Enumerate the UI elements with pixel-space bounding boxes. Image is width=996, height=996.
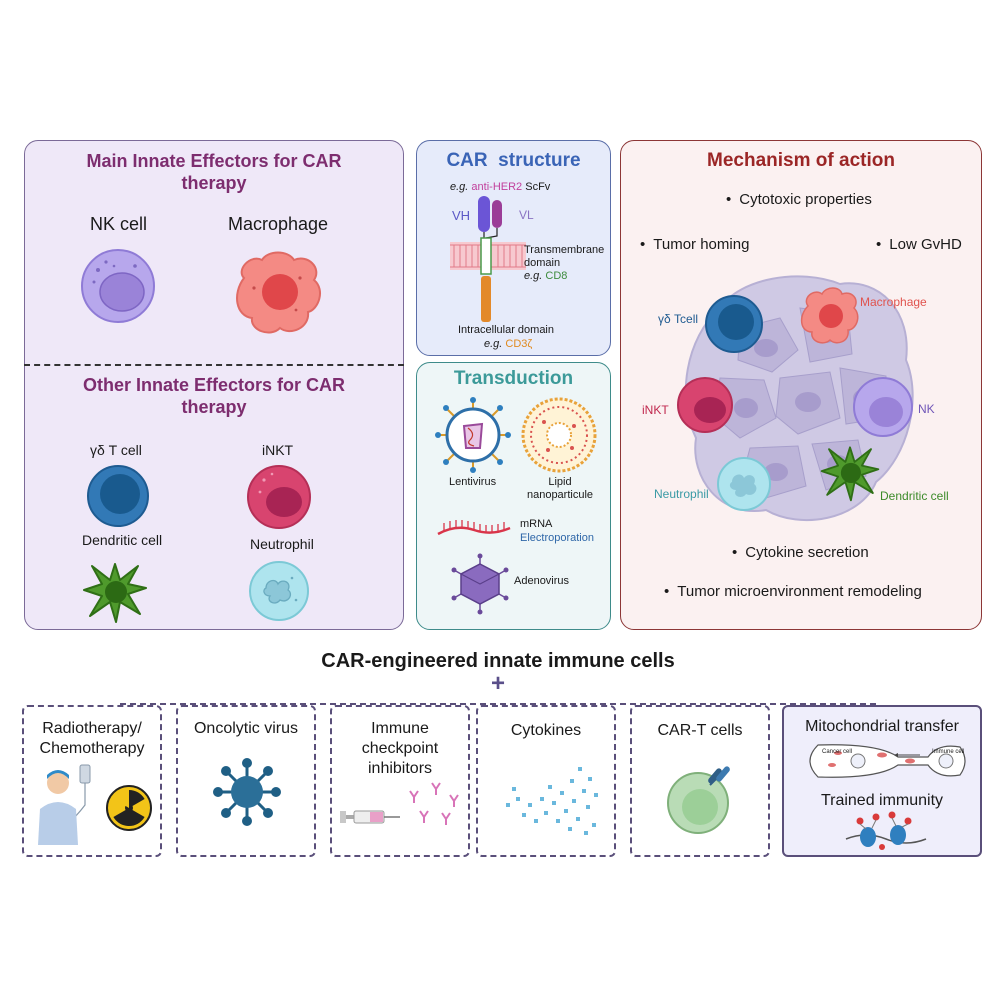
combo-oncolytic-virus-box: Oncolytic virus	[176, 705, 316, 857]
checkpoint-line2: checkpoint	[361, 740, 439, 757]
combo-car-t-box: CAR-T cells	[630, 705, 770, 857]
neutrophil-icon	[249, 561, 309, 621]
combo-mitochondrial-box: Mitochondrial transfer Cancer cell Immun…	[782, 705, 982, 857]
trained-immunity-icon	[845, 811, 927, 850]
oncolytic-virus-icon	[213, 758, 281, 826]
transduction-title: Transduction	[453, 368, 574, 389]
innate-effectors-panel	[24, 140, 404, 630]
neutrophil-label: Neutrophil	[250, 536, 314, 552]
adenovirus-icon	[451, 553, 509, 615]
intracellular-label: Intracellular domain	[458, 324, 554, 336]
tm-line2: domain	[524, 257, 561, 269]
macrophage-mech-label: Macrophage	[860, 295, 927, 309]
nk-mech-label: NK	[918, 402, 935, 416]
gd-t-cell-mech-icon	[705, 295, 763, 353]
bullet-tumor-homing: Tumor homing	[640, 236, 749, 253]
inkt-mech-label: iNKT	[642, 403, 669, 417]
cytokines-label: Cytokines	[510, 722, 582, 739]
bullet-low-gvhd: Low GvHD	[876, 236, 962, 253]
lipid-nanoparticle-icon	[521, 397, 597, 473]
radiotherapy-line1: Radiotherapy/	[42, 720, 142, 737]
gd-t-cell-icon	[87, 465, 149, 527]
cytokines-icon	[506, 767, 598, 835]
mito-transfer-label: Mitochondrial transfer	[805, 718, 959, 735]
lentivirus-icon	[435, 397, 511, 473]
bullet-cytotoxic: Cytotoxic properties	[726, 191, 872, 208]
radiation-icon	[106, 785, 152, 831]
dendritic-mech-icon	[820, 446, 880, 502]
tm-example: CD8	[545, 270, 568, 282]
tm-eg: e.g.	[524, 270, 543, 282]
macrophage-label: Macrophage	[228, 214, 329, 234]
ic-example: CD3ζ	[505, 338, 533, 350]
inkt-mech-icon	[677, 377, 733, 433]
tm-line1: Transmembrane	[524, 244, 605, 256]
scfv-caption: e.g. anti-HER2 ScFv	[450, 181, 550, 193]
macrophage-icon	[236, 251, 322, 334]
car-t-label: CAR-T cells	[657, 722, 743, 739]
patient-iv-icon	[38, 764, 91, 845]
lentivirus-label: Lentivirus	[449, 476, 497, 488]
vh-label: VH	[452, 208, 471, 223]
car-structure-title: CAR structure	[446, 150, 581, 171]
bullet-cytokine-secretion: Cytokine secretion	[732, 544, 868, 561]
nk-mech-icon	[853, 377, 913, 437]
intracellular-example-line: e.g. CD3ζ	[484, 338, 532, 350]
ic-eg: e.g.	[484, 338, 503, 350]
inkt-label: iNKT	[262, 442, 294, 458]
checkpoint-line3: inhibitors	[367, 760, 433, 777]
dendritic-cell-icon	[83, 563, 147, 623]
adenovirus-label: Adenovirus	[514, 575, 570, 587]
immune-cell-label: Immune cell	[932, 749, 965, 755]
bullet-tme-remodeling: Tumor microenvironment remodeling	[664, 583, 922, 600]
combo-radiotherapy-box: Radiotherapy/ Chemotherapy	[22, 705, 162, 857]
transmembrane-caption: Transmembrane domain e.g. CD8	[524, 244, 604, 283]
mechanism-title: Mechanism of action	[707, 150, 895, 171]
lipid-line2: nanoparticule	[526, 489, 594, 501]
scfv-eg: e.g.	[450, 181, 469, 193]
panel-divider	[24, 364, 404, 366]
trained-immunity-label: Trained immunity	[820, 792, 944, 809]
connector-lines	[120, 703, 880, 705]
combo-checkpoint-inhibitors-box: Immune checkpoint inhibitors	[330, 705, 470, 857]
vl-label: VL	[519, 208, 534, 222]
cancer-cell-label: Cancer cell	[822, 749, 853, 755]
plus-sign: +	[490, 670, 505, 697]
checkpoint-line1: Immune	[371, 720, 429, 737]
antibodies-icon	[409, 782, 459, 825]
electroporation-label: Electroporation	[520, 532, 594, 544]
car-t-cell-icon	[667, 766, 730, 834]
combination-title: CAR-engineered innate immune cells	[321, 650, 675, 672]
nk-cell-icon	[81, 249, 155, 323]
neutrophil-mech-icon	[717, 457, 771, 511]
gd-t-cell-label: γδ T cell	[90, 442, 142, 458]
tm-example-line: e.g. CD8	[524, 270, 604, 283]
car-receptor-icon	[450, 196, 526, 322]
gd-tcell-label: γδ Tcell	[658, 312, 699, 326]
dendritic-cell-label: Dendritic cell	[82, 532, 163, 548]
other-innate-title: Other Innate Effectors for CAR therapy	[82, 375, 346, 417]
mrna-icon	[437, 520, 511, 536]
radiotherapy-line2: Chemotherapy	[39, 740, 145, 757]
mitochondria-transfer-icon	[809, 744, 966, 778]
scfv-label: ScFv	[525, 181, 551, 193]
nk-cell-label: NK cell	[90, 214, 148, 234]
neutrophil-mech-label: Neutrophil	[654, 487, 709, 501]
lipid-line1: Lipid	[548, 476, 572, 488]
scfv-target: anti-HER2	[471, 181, 523, 193]
syringe-icon	[340, 810, 400, 824]
inkt-cell-icon	[247, 465, 311, 529]
dendritic-mech-label: Dendritic cell	[880, 489, 949, 503]
mrna-label: mRNA	[520, 518, 553, 530]
combo-cytokines-box: Cytokines	[476, 705, 616, 857]
macrophage-mech-icon	[800, 287, 859, 344]
lipid-label: Lipid nanoparticule	[520, 476, 600, 502]
oncolytic-virus-label: Oncolytic virus	[193, 720, 299, 737]
innate-panel-title: Main Innate Effectors for CAR therapy	[86, 151, 342, 193]
